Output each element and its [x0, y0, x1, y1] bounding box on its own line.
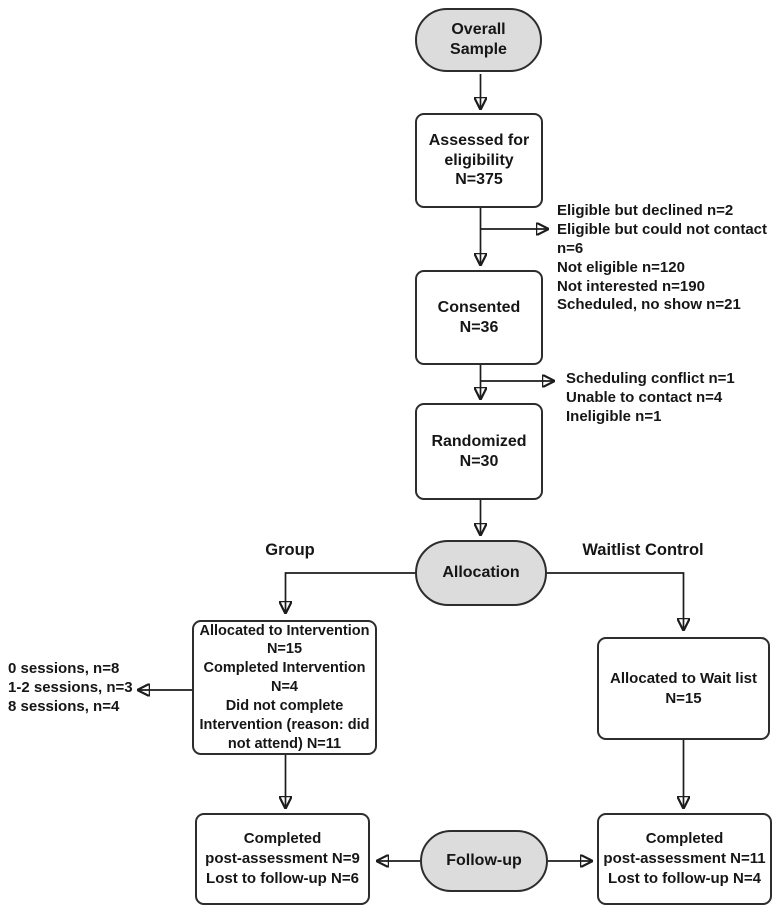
annotation-session-counts: 0 sessions, n=8 1-2 sessions, n=3 8 sess…	[8, 660, 133, 715]
branch-label-waitlist-control: Waitlist Control	[582, 541, 704, 559]
annotation-consent-exclusions: Scheduling conflict n=1 Unable to contac…	[566, 370, 735, 425]
node-randomized: Randomized N=30	[415, 403, 543, 500]
node-assessed-label: Assessed for eligibility N=375	[428, 132, 530, 189]
branch-label-group: Group	[265, 541, 315, 559]
node-allocated-intervention: Allocated to Intervention N=15 Completed…	[192, 620, 377, 755]
arrow-allocation-to-waitlist	[546, 572, 684, 629]
node-post-assessment-right: Completed post-assessment N=11 Lost to f…	[597, 813, 772, 905]
node-allocated-intervention-label: Allocated to Intervention N=15 Completed…	[199, 622, 370, 752]
node-followup: Follow-up	[420, 830, 548, 892]
node-allocated-waitlist: Allocated to Wait list N=15	[597, 637, 770, 740]
node-post-assessment-left-label: Completed post-assessment N=9 Lost to fo…	[205, 830, 360, 887]
node-overall-sample: Overall Sample	[415, 8, 542, 72]
node-consented: Consented N=36	[415, 270, 543, 365]
arrow-allocation-to-intervention	[286, 572, 416, 612]
node-post-assessment-left: Completed post-assessment N=9 Lost to fo…	[195, 813, 370, 905]
node-overall-sample-label: Overall Sample	[450, 21, 507, 58]
node-allocation-label: Allocation	[442, 564, 520, 582]
annotation-eligibility-exclusions: Eligible but declined n=2 Eligible but c…	[557, 202, 767, 314]
node-allocated-waitlist-label: Allocated to Wait list N=15	[610, 669, 757, 707]
node-post-assessment-right-label: Completed post-assessment N=11 Lost to f…	[603, 830, 766, 887]
node-consented-label: Consented N=36	[437, 298, 521, 336]
node-randomized-label: Randomized N=30	[431, 432, 527, 470]
node-followup-label: Follow-up	[446, 852, 522, 870]
node-assessed-for-eligibility: Assessed for eligibility N=375	[415, 113, 543, 208]
node-allocation: Allocation	[415, 540, 547, 606]
